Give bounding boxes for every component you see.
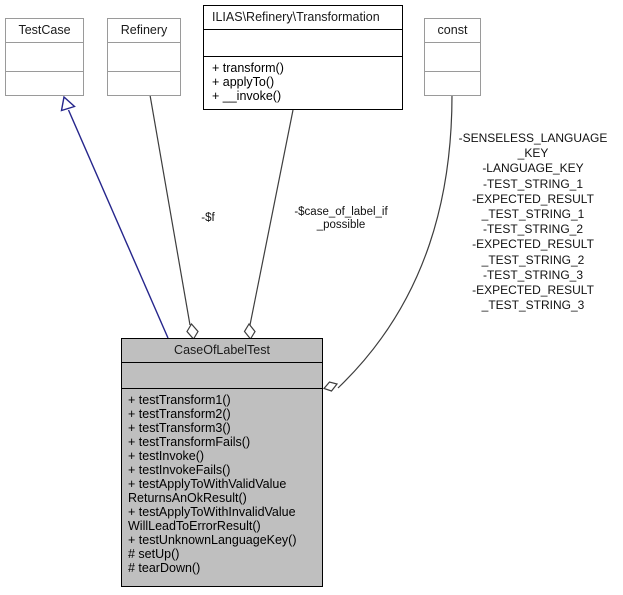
edge-generalization-testcase xyxy=(60,95,169,339)
class-title-testcase: TestCase xyxy=(6,19,83,43)
aggregation-diamond xyxy=(186,322,199,341)
operation-item: + testApplyToWithValidValue ReturnsAnOkR… xyxy=(128,477,287,505)
class-title-const: const xyxy=(425,19,480,43)
class-box-transformation[interactable]: ILIAS\Refinery\Transformation + transfor… xyxy=(203,5,403,110)
operation-item: + applyTo() xyxy=(212,75,275,89)
edge-label-const: -SENSELESS_LANGUAGE _KEY -LANGUAGE_KEY -… xyxy=(458,131,608,313)
aggregation-diamond xyxy=(243,322,256,341)
operation-item: + testTransformFails() xyxy=(128,435,251,449)
operation-item: + testTransform2() xyxy=(128,407,231,421)
class-title-caseoflabeltest: CaseOfLabelTest xyxy=(122,339,322,363)
class-box-testcase[interactable]: TestCase xyxy=(5,18,84,96)
operation-item: + testApplyToWithInvalidValue WillLeadTo… xyxy=(128,505,296,533)
operation-item: + testTransform1() xyxy=(128,393,231,407)
generalization-arrowhead xyxy=(60,95,76,112)
class-box-const[interactable]: const xyxy=(424,18,481,96)
class-attributes-const xyxy=(425,43,480,72)
class-operations-transformation: + transform() + applyTo() + __invoke() xyxy=(204,57,402,109)
class-operations-testcase xyxy=(6,72,83,95)
operation-item: + testUnknownLanguageKey() xyxy=(128,533,297,547)
class-operations-caseoflabeltest: + testTransform1() + testTransform2() + … xyxy=(122,389,322,586)
operation-item: # setUp() xyxy=(128,547,180,561)
aggregation-diamond xyxy=(322,381,339,392)
edge-label-refinery: -$f xyxy=(201,212,215,224)
class-attributes-refinery xyxy=(108,43,180,72)
class-title-refinery: Refinery xyxy=(108,19,180,43)
operation-item: + __invoke() xyxy=(212,89,282,103)
class-box-refinery[interactable]: Refinery xyxy=(107,18,181,96)
class-operations-const xyxy=(425,72,480,95)
operation-item: + transform() xyxy=(212,61,284,75)
class-operations-refinery xyxy=(108,72,180,95)
class-attributes-transformation xyxy=(204,30,402,57)
operation-item: + testInvoke() xyxy=(128,449,205,463)
class-title-transformation: ILIAS\Refinery\Transformation xyxy=(204,6,402,30)
class-attributes-testcase xyxy=(6,43,83,72)
operation-item: + testTransform3() xyxy=(128,421,231,435)
operation-item: + testInvokeFails() xyxy=(128,463,231,477)
class-box-caseoflabeltest[interactable]: CaseOfLabelTest + testTransform1() + tes… xyxy=(121,338,323,587)
class-attributes-caseoflabeltest xyxy=(122,363,322,389)
edge-aggregation-const xyxy=(322,94,453,392)
edge-label-transformation: -$case_of_label_if _possible xyxy=(294,206,388,231)
operation-item: # tearDown() xyxy=(128,561,201,575)
